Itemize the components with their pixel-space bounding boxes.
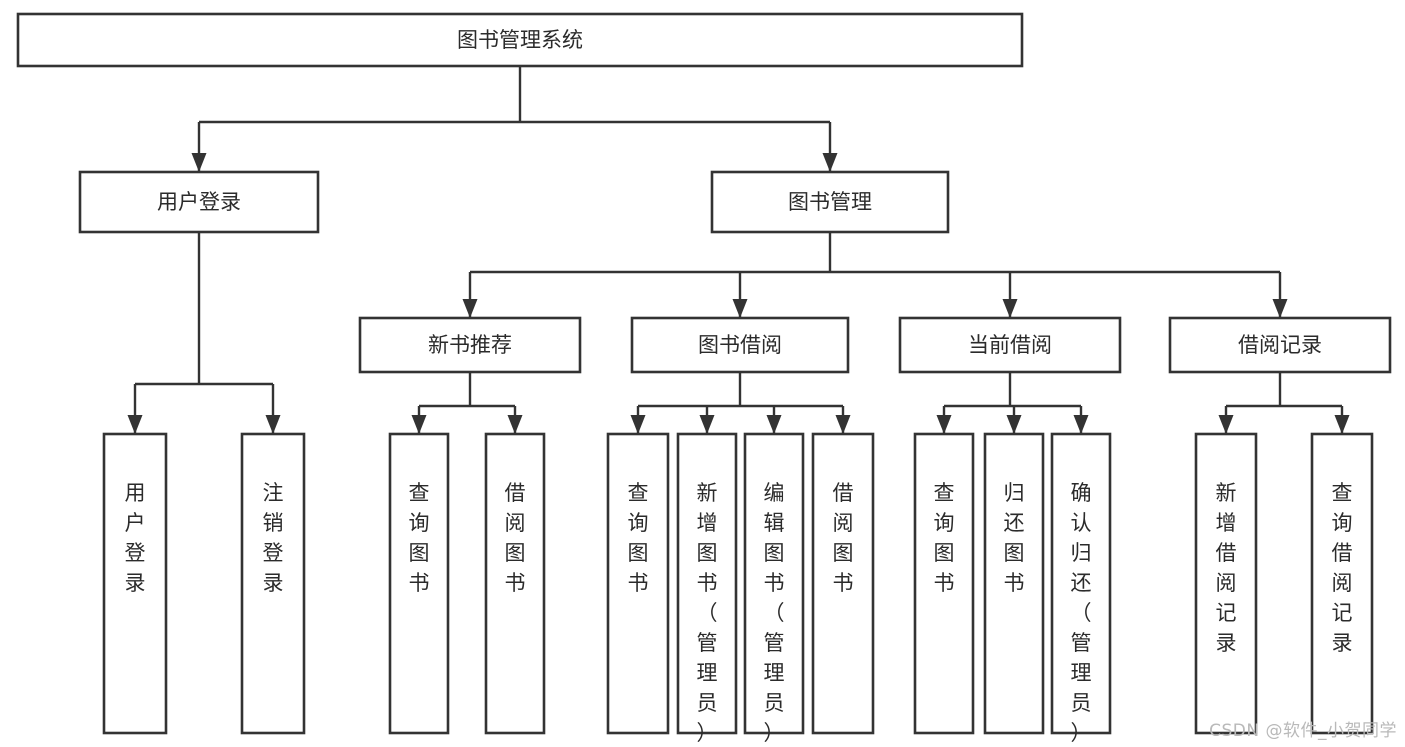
book-management-children-arrow-2 bbox=[1002, 299, 1018, 318]
node-box-nbr-query-book bbox=[388, 432, 450, 735]
node-box-br-add-record bbox=[1194, 432, 1258, 735]
module-borrow-record-children-arrow-1 bbox=[1334, 415, 1350, 434]
node-br-add-record[interactable]: 新增借阅记录 bbox=[1194, 432, 1258, 735]
node-label-new-book-recommend: 新书推荐 bbox=[428, 333, 512, 357]
node-label-bb-edit-book: 编辑图书（管理员） bbox=[764, 481, 785, 745]
node-nbr-borrow-book[interactable]: 借阅图书 bbox=[484, 432, 546, 735]
node-box-cb-confirm-return bbox=[1050, 432, 1112, 735]
module-current-borrow-children-arrow-0 bbox=[936, 415, 952, 434]
node-label-br-query-record: 查询借阅记录 bbox=[1332, 481, 1353, 655]
node-bb-add-book[interactable]: 新增图书（管理员） bbox=[676, 432, 738, 745]
node-label-cb-return-book: 归还图书 bbox=[1004, 481, 1025, 595]
module-borrow-record-children-arrow-0 bbox=[1218, 415, 1234, 434]
node-box-bb-edit-book bbox=[743, 432, 805, 735]
node-bb-query-book[interactable]: 查询图书 bbox=[606, 432, 670, 735]
node-box-br-query-record bbox=[1310, 432, 1374, 735]
node-box-user-logout bbox=[240, 432, 306, 735]
node-box-new-book-recommend bbox=[358, 316, 582, 374]
node-box-nbr-borrow-book bbox=[484, 432, 546, 735]
node-label-br-add-record: 新增借阅记录 bbox=[1216, 481, 1237, 655]
node-bb-edit-book[interactable]: 编辑图书（管理员） bbox=[743, 432, 805, 745]
node-label-cb-confirm-return: 确认归还（管理员） bbox=[1071, 481, 1092, 745]
module-book-borrow-children-arrow-3 bbox=[835, 415, 851, 434]
book-management-children-arrow-3 bbox=[1272, 299, 1288, 318]
connector-layer bbox=[127, 66, 1350, 434]
book-management-children-arrow-1 bbox=[732, 299, 748, 318]
node-cb-confirm-return[interactable]: 确认归还（管理员） bbox=[1050, 432, 1112, 745]
root-to-level2-arrow-1 bbox=[822, 153, 838, 172]
node-user-login[interactable]: 用户登录 bbox=[78, 170, 320, 234]
node-layer: 图书管理系统用户登录图书管理用户登录注销登录新书推荐查询图书借阅图书图书借阅查询… bbox=[16, 12, 1392, 745]
node-box-user-login-do bbox=[102, 432, 168, 735]
node-box-cb-return-book bbox=[983, 432, 1045, 735]
node-current-borrow[interactable]: 当前借阅 bbox=[898, 316, 1122, 374]
book-management-children-arrow-0 bbox=[462, 299, 478, 318]
node-label-bb-add-book: 新增图书（管理员） bbox=[697, 481, 718, 745]
node-label-user-logout: 注销登录 bbox=[263, 481, 284, 595]
node-br-query-record[interactable]: 查询借阅记录 bbox=[1310, 432, 1374, 735]
node-label-current-borrow: 当前借阅 bbox=[968, 333, 1052, 357]
node-box-user-login bbox=[78, 170, 320, 234]
node-label-user-login-do: 用户登录 bbox=[125, 481, 146, 595]
node-label-nbr-query-book: 查询图书 bbox=[409, 481, 430, 595]
node-box-root bbox=[16, 12, 1024, 68]
node-box-cb-query-book bbox=[913, 432, 975, 735]
node-label-nbr-borrow-book: 借阅图书 bbox=[505, 481, 526, 595]
user-login-children-arrow-1 bbox=[265, 415, 281, 434]
node-book-management[interactable]: 图书管理 bbox=[710, 170, 950, 234]
user-login-children-arrow-0 bbox=[127, 415, 143, 434]
module-current-borrow-children-arrow-2 bbox=[1073, 415, 1089, 434]
node-new-book-recommend[interactable]: 新书推荐 bbox=[358, 316, 582, 374]
node-label-borrow-record: 借阅记录 bbox=[1238, 333, 1322, 357]
node-borrow-record[interactable]: 借阅记录 bbox=[1168, 316, 1392, 374]
node-bb-borrow-book[interactable]: 借阅图书 bbox=[811, 432, 875, 735]
module-new-book-recommend-children-arrow-0 bbox=[411, 415, 427, 434]
module-new-book-recommend-children-arrow-1 bbox=[507, 415, 523, 434]
module-book-borrow-children-arrow-0 bbox=[630, 415, 646, 434]
node-label-bb-borrow-book: 借阅图书 bbox=[833, 481, 854, 595]
node-box-bb-query-book bbox=[606, 432, 670, 735]
node-label-bb-query-book: 查询图书 bbox=[628, 481, 649, 595]
node-box-borrow-record bbox=[1168, 316, 1392, 374]
node-nbr-query-book[interactable]: 查询图书 bbox=[388, 432, 450, 735]
node-root[interactable]: 图书管理系统 bbox=[16, 12, 1024, 68]
node-book-borrow[interactable]: 图书借阅 bbox=[630, 316, 850, 374]
node-label-user-login: 用户登录 bbox=[157, 190, 241, 214]
node-label-root: 图书管理系统 bbox=[457, 28, 583, 52]
node-box-book-management bbox=[710, 170, 950, 234]
node-label-cb-query-book: 查询图书 bbox=[934, 481, 955, 595]
module-current-borrow-children-arrow-1 bbox=[1006, 415, 1022, 434]
node-box-current-borrow bbox=[898, 316, 1122, 374]
node-label-book-management: 图书管理 bbox=[788, 190, 872, 214]
node-box-book-borrow bbox=[630, 316, 850, 374]
node-cb-return-book[interactable]: 归还图书 bbox=[983, 432, 1045, 735]
node-box-bb-borrow-book bbox=[811, 432, 875, 735]
node-label-book-borrow: 图书借阅 bbox=[698, 333, 782, 357]
root-to-level2-arrow-0 bbox=[191, 153, 207, 172]
module-book-borrow-children-arrow-1 bbox=[699, 415, 715, 434]
module-book-borrow-children-arrow-2 bbox=[766, 415, 782, 434]
node-cb-query-book[interactable]: 查询图书 bbox=[913, 432, 975, 735]
node-user-login-do[interactable]: 用户登录 bbox=[102, 432, 168, 735]
node-box-bb-add-book bbox=[676, 432, 738, 735]
node-user-logout[interactable]: 注销登录 bbox=[240, 432, 306, 735]
